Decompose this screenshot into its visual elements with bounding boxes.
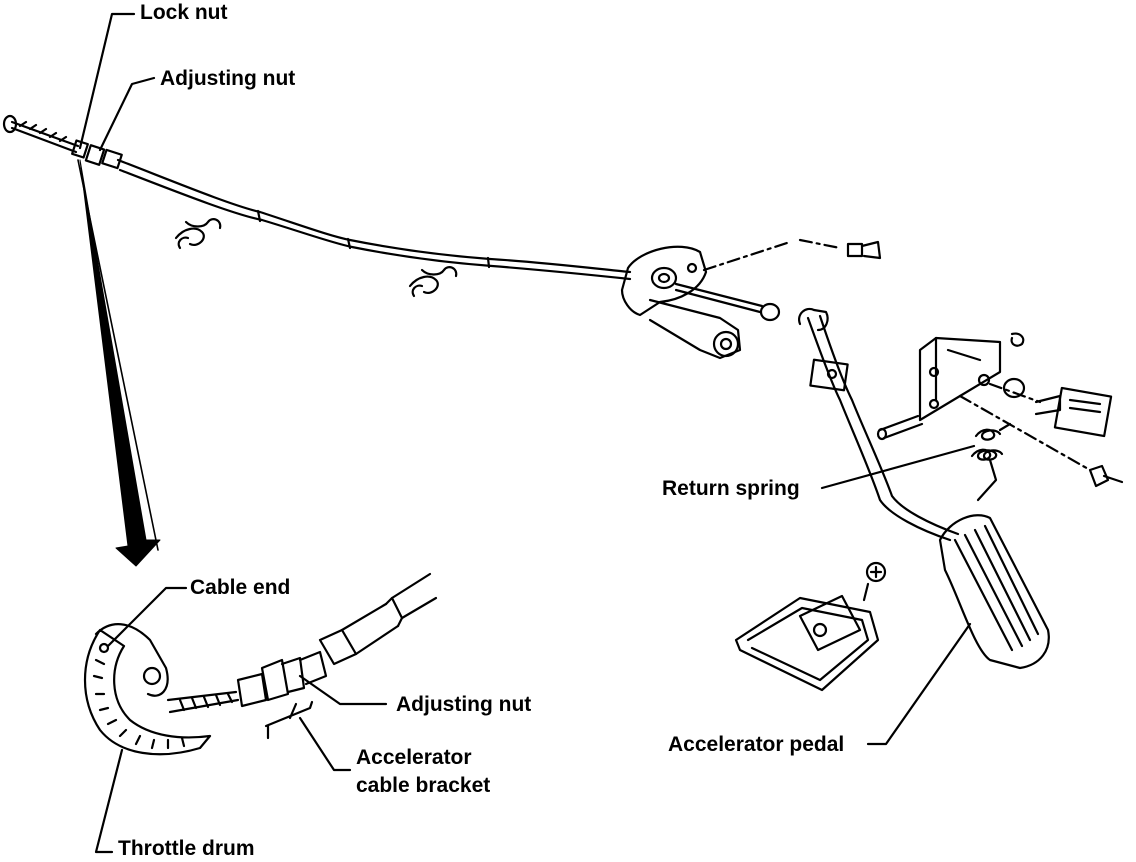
- bolt-icon: [1088, 464, 1124, 488]
- accelerator-cable: [2, 114, 632, 298]
- bolt-icon: [846, 240, 882, 260]
- return-spring-label: Return spring: [662, 477, 800, 500]
- cable-clip-icon: [408, 266, 458, 298]
- return-spring-icon: [970, 422, 1012, 502]
- adjusting-nut-label: Adjusting nut: [160, 67, 296, 90]
- cable-clip-icon: [174, 218, 222, 250]
- lock-nut-label: Lock nut: [140, 1, 228, 24]
- screw-icon: [862, 561, 887, 602]
- pedal-assembly: [798, 307, 1124, 670]
- firewall-bracket: [620, 238, 882, 360]
- stop-lamp-switch: [1034, 386, 1113, 438]
- pedal-pad: [938, 514, 1050, 670]
- adjusting-nut-detail-label: Adjusting nut: [396, 693, 532, 716]
- throttle-drum-label: Throttle drum: [118, 837, 255, 860]
- accelerator-cable-bracket-label-line2: cable bracket: [356, 774, 491, 797]
- accelerator-cable-bracket-label-line1: Accelerator: [356, 746, 472, 769]
- accelerator-pedal-label: Accelerator pedal: [668, 733, 845, 756]
- detail-arrow-icon: [79, 159, 161, 567]
- leader-lines: [78, 12, 976, 854]
- adjusting-nut-shape: [84, 144, 123, 170]
- pedal-stopper-bracket: [734, 561, 887, 692]
- cable-end-label: Cable end: [190, 576, 291, 599]
- pedal-mounting-bracket: [876, 336, 1002, 441]
